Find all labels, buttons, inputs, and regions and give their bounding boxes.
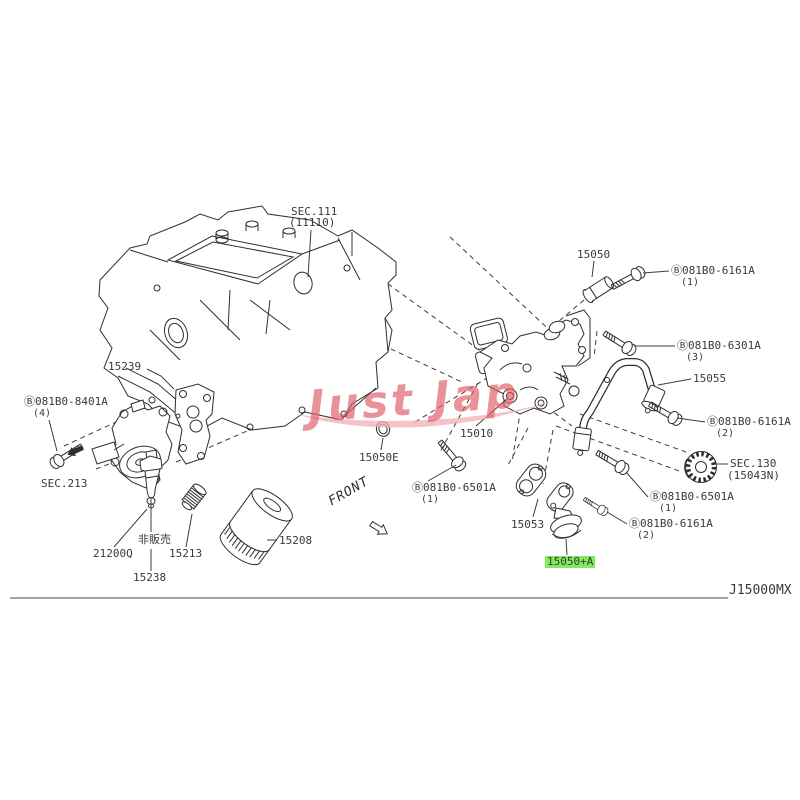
- part-label-15208: 15208: [279, 534, 313, 547]
- plug-15050-drawing: [582, 276, 614, 304]
- watermark-swoosh: [295, 396, 568, 428]
- part-label-15239: 15239: [108, 360, 142, 373]
- bolt-qty-6301a: (3): [686, 352, 705, 363]
- bolt-label-081B0-6161A-right: Ⓑ081B0-6161A: [707, 415, 791, 428]
- oil-tube-drawing: [572, 358, 666, 456]
- oil-pump-assembly-drawing: [469, 309, 591, 415]
- bolt-label-081B0-6501A-right: Ⓑ081B0-6501A: [650, 490, 734, 503]
- connector-15213-drawing: [181, 483, 207, 511]
- oil-pump-sec213-drawing: [91, 399, 173, 489]
- part-label-21200Q: 21200Q: [93, 547, 133, 560]
- bolt-label-081B0-6301A: Ⓑ081B0-6301A: [677, 339, 761, 352]
- sprocket-drawing: [684, 451, 717, 483]
- front-arrow-icon: [369, 520, 388, 535]
- engine-block-drawing: [98, 205, 397, 433]
- bolt-qty-6501a-left: (1): [421, 494, 440, 505]
- oil-filter-drawing: [219, 488, 293, 566]
- part-label-15050A-highlighted[interactable]: 15050+A: [545, 555, 596, 568]
- sec130-ref-label: SEC.130: [730, 457, 777, 470]
- not-sold-separately-label: 非販売: [138, 533, 171, 546]
- part-label-15238: 15238: [133, 571, 167, 584]
- gasket-15239-drawing: [174, 383, 215, 465]
- bolt-qty-6501a-right: (1): [659, 503, 678, 514]
- bolt-qty-8401a: (4): [33, 408, 52, 419]
- part-label-15010: 15010: [460, 427, 494, 440]
- bolt-qty-6161a-right: (2): [716, 428, 735, 439]
- bolt-label-081B0-8401A: Ⓑ081B0-8401A: [24, 395, 108, 408]
- sec111-ref-number: (11110): [289, 216, 336, 229]
- sec130-ref-number: (15043N): [727, 469, 780, 482]
- bolt-qty-6161a-bottom: (2): [637, 530, 656, 541]
- bolt-qty-6161a-top: (1): [681, 277, 700, 288]
- part-label-15050E: 15050E: [359, 451, 399, 464]
- part-label-15053: 15053: [511, 518, 545, 531]
- leader-lines: [48, 229, 728, 571]
- bolt-label-081B0-6161A-bottom: Ⓑ081B0-6161A: [629, 517, 713, 530]
- part-label-15050: 15050: [577, 248, 611, 261]
- bolt-label-081B0-6161A-top: Ⓑ081B0-6161A: [671, 264, 755, 277]
- part-label-15055: 15055: [693, 372, 727, 385]
- sec213-ref-label: SEC.213: [41, 477, 88, 490]
- oil-pressure-switch-drawing: [139, 449, 163, 509]
- oil-pickup-drawing: [546, 482, 582, 539]
- gasket-15053-drawing: [515, 463, 547, 497]
- sec111-ref-label: SEC.111: [291, 205, 338, 218]
- sec213-arrow-icon: [67, 445, 84, 457]
- bolt-label-081B0-6501A-left: Ⓑ081B0-6501A: [412, 481, 496, 494]
- drawing-code: J15000MX: [729, 583, 792, 598]
- part-label-15213: 15213: [169, 547, 203, 560]
